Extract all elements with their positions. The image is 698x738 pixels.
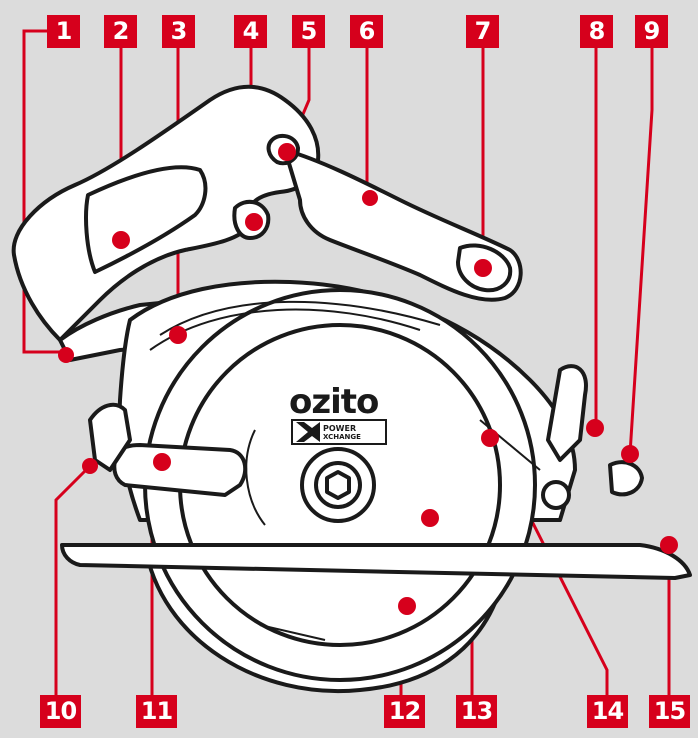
power-x-logo: [291, 419, 387, 445]
hotspot-2: [112, 231, 130, 249]
hotspot-7: [474, 259, 492, 277]
hotspot-3: [169, 326, 187, 344]
hotspot-14: [481, 429, 499, 447]
cut-indicator: [479, 419, 541, 471]
rotation-arrow: [245, 429, 266, 526]
callout-3: 3: [162, 15, 195, 48]
callout-14: 14: [587, 695, 628, 728]
callout-12: 12: [384, 695, 425, 728]
arbor-bolt: [325, 470, 351, 500]
hotspot-12: [398, 597, 416, 615]
leader-10: [54, 464, 92, 695]
power-x-line1: POWER: [323, 424, 357, 433]
callout-10: 10: [40, 695, 81, 728]
hotspot-1: [58, 347, 74, 363]
callout-9: 9: [635, 15, 668, 48]
base-plate: [60, 543, 692, 580]
callout-2: 2: [104, 15, 137, 48]
saw-body: [11, 84, 692, 694]
hotspots: [58, 143, 678, 615]
brand-logo: ozito: [289, 382, 379, 422]
hotspot-6: [362, 190, 378, 206]
callout-13: 13: [456, 695, 497, 728]
leader-9: [628, 48, 654, 455]
callout-1: 1: [47, 15, 80, 48]
callout-5: 5: [292, 15, 325, 48]
callout-6: 6: [350, 15, 383, 48]
callout-15: 15: [649, 695, 690, 728]
bevel-guide: [88, 402, 132, 472]
hotspot-10: [82, 458, 98, 474]
callout-11: 11: [136, 695, 177, 728]
hotspot-15: [660, 536, 678, 554]
hotspot-8: [586, 419, 604, 437]
power-x-line2: XCHANGE: [323, 433, 361, 441]
hotspot-9: [621, 445, 639, 463]
guard-ridge-2: [159, 300, 441, 336]
hotspot-4: [245, 213, 263, 231]
riving-bracket: [546, 364, 588, 462]
lower-guard-marks: [259, 624, 326, 641]
callout-7: 7: [466, 15, 499, 48]
hotspot-13: [421, 509, 439, 527]
hotspot-11: [153, 453, 171, 471]
callout-4: 4: [234, 15, 267, 48]
hotspot-5: [278, 143, 296, 161]
bevel-knob: [608, 460, 644, 497]
depth-lever: [112, 443, 248, 497]
pivot-screw: [541, 480, 571, 510]
callout-8: 8: [580, 15, 613, 48]
